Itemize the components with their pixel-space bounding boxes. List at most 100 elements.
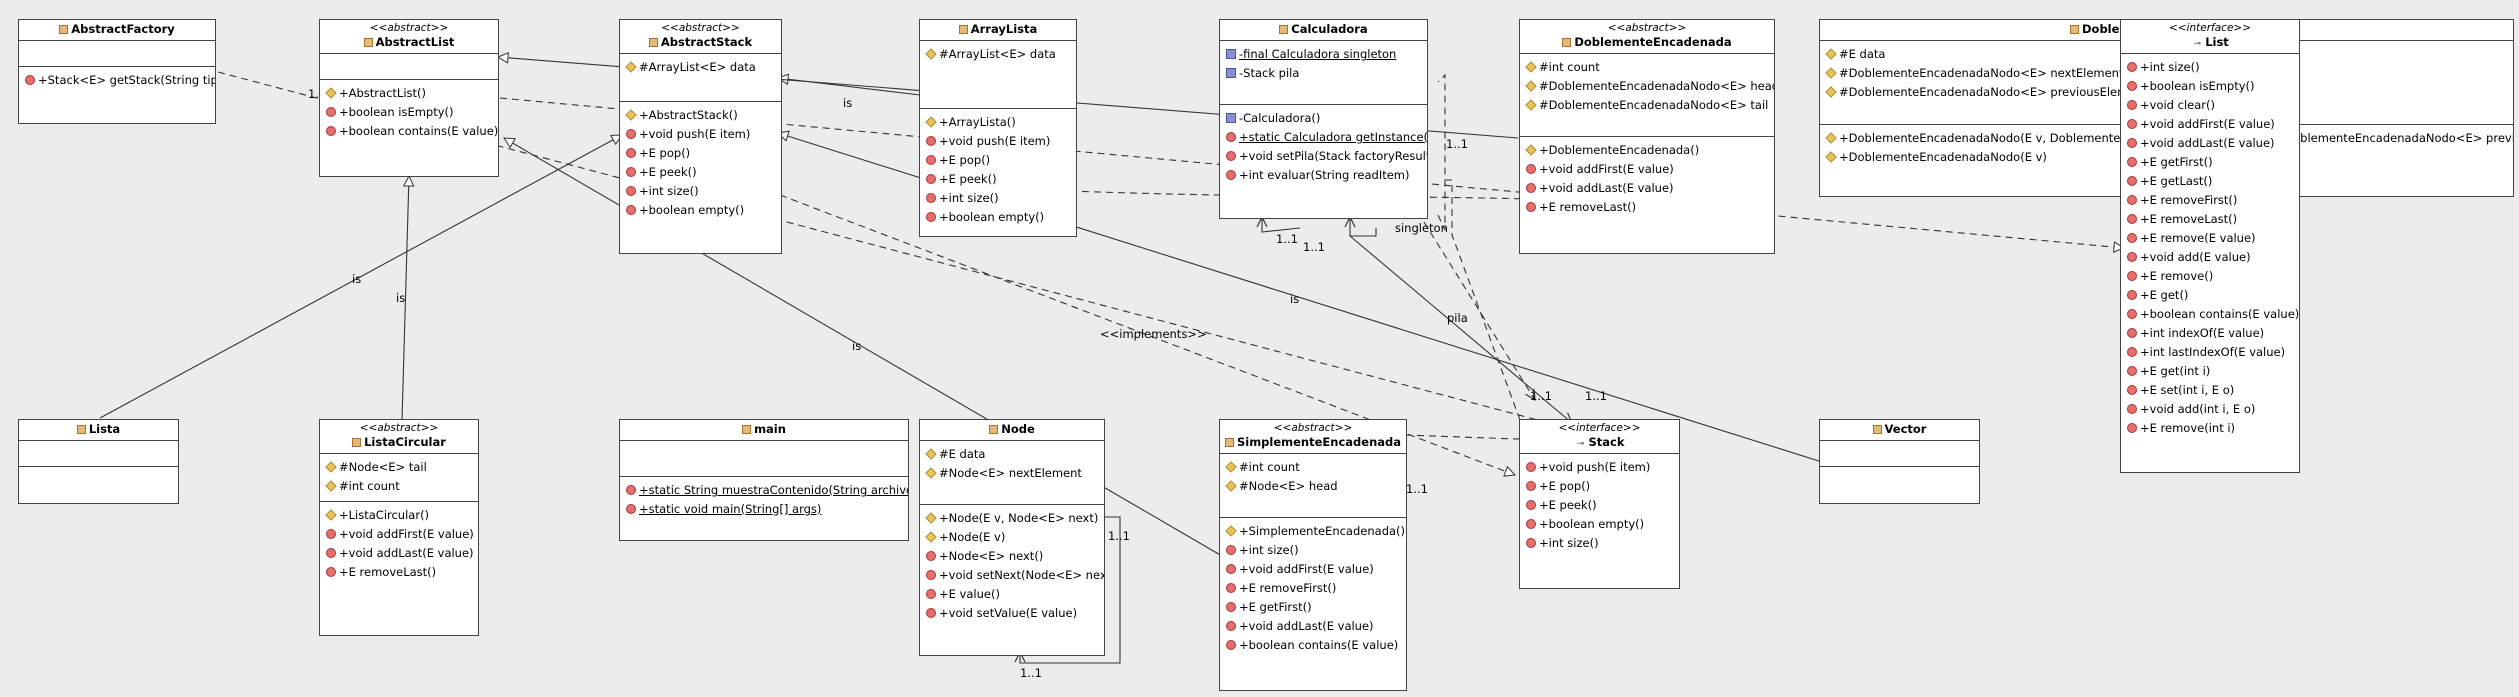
method-row[interactable]: +ListaCircular() [320,506,478,525]
method-row[interactable]: +void addFirst(E value) [1220,560,1406,579]
method-row[interactable]: +E get() [2121,286,2299,305]
method-row[interactable]: +boolean isEmpty() [320,103,498,122]
method-row[interactable]: +boolean empty() [920,208,1076,227]
field-row[interactable]: #Node<E> tail [320,458,478,477]
method-row[interactable]: +int evaluar(String readItem) [1220,166,1427,185]
method-row[interactable]: +E removeLast() [1520,198,1774,217]
field-row[interactable]: #Node<E> nextElement [920,464,1104,483]
field-row[interactable]: -Stack pila [1220,64,1427,83]
method-row[interactable]: +E removeLast() [2121,210,2299,229]
method-row[interactable]: +void addLast(E value) [2121,134,2299,153]
method-row[interactable]: +E peek() [1520,496,1679,515]
method-row[interactable]: +E getFirst() [1220,598,1406,617]
field-row[interactable]: #int count [1220,458,1406,477]
method-row[interactable]: +E getFirst() [2121,153,2299,172]
method-row[interactable]: +ArrayLista() [920,113,1076,132]
method-row[interactable]: +Stack<E> getStack(String tipo) [19,71,215,90]
field-row[interactable]: #E data [920,445,1104,464]
method-row[interactable]: +void addLast(E value) [1220,617,1406,636]
field-row[interactable]: -final Calculadora singleton [1220,45,1427,64]
method-row[interactable]: -Calculadora() [1220,109,1427,128]
class-calculadora[interactable]: Calculadora -final Calculadora singleton… [1219,19,1428,219]
method-row[interactable]: +void addFirst(E value) [1520,160,1774,179]
method-row[interactable]: +boolean contains(E value) [1220,636,1406,655]
method-row[interactable]: +void push(E item) [920,132,1076,151]
class-simplemente-encadenada[interactable]: <<abstract>>SimplementeEncadenada #int c… [1219,419,1407,691]
method-row[interactable]: +int size() [920,189,1076,208]
method-row[interactable]: +E remove(E value) [2121,229,2299,248]
method-row[interactable]: +E pop() [1520,477,1679,496]
field-row[interactable]: #ArrayList<E> data [620,58,781,77]
method-row[interactable]: +static String muestraContenido(String a… [620,481,908,500]
method-row[interactable]: +Node(E v, Node<E> next) [920,509,1104,528]
field-row[interactable]: #E data [1820,45,2513,64]
method-row[interactable]: +E getLast() [2121,172,2299,191]
method-row[interactable]: +void push(E item) [620,125,781,144]
method-row[interactable]: +void addLast(E value) [1520,179,1774,198]
method-row[interactable]: +E set(int i, E o) [2121,381,2299,400]
field-row[interactable]: #int count [320,477,478,496]
method-row[interactable]: +E removeFirst() [1220,579,1406,598]
method-row[interactable]: +static Calculadora getInstance() [1220,128,1427,147]
interface-list[interactable]: <<interface>>⊸List +int size()+boolean i… [2120,19,2300,473]
member-signature: +DoblementeEncadenada() [1539,143,1700,157]
method-row[interactable]: +E pop() [920,151,1076,170]
method-row[interactable]: +E removeFirst() [2121,191,2299,210]
method-row[interactable]: +void setNext(Node<E> next) [920,566,1104,585]
method-row[interactable]: +int lastIndexOf(E value) [2121,343,2299,362]
class-lista-circular[interactable]: <<abstract>>ListaCircular #Node<E> tail#… [319,419,479,636]
method-row[interactable]: +boolean isEmpty() [2121,77,2299,96]
method-row[interactable]: +void clear() [2121,96,2299,115]
method-row[interactable]: +void addFirst(E value) [320,525,478,544]
method-row[interactable]: +boolean empty() [620,201,781,220]
class-abstract-stack[interactable]: <<abstract>>AbstractStack #ArrayList<E> … [619,19,782,254]
method-row[interactable]: +static void main(String[] args) [620,500,908,519]
method-row[interactable]: +int size() [620,182,781,201]
method-row[interactable]: +E value() [920,585,1104,604]
method-row[interactable]: +boolean contains(E value) [320,122,498,141]
method-row[interactable]: +DoblementeEncadenada() [1520,141,1774,160]
method-row[interactable]: +boolean empty() [1520,515,1679,534]
field-row[interactable]: #ArrayList<E> data [920,45,1076,64]
method-row[interactable]: +AbstractList() [320,84,498,103]
method-row[interactable]: +E peek() [620,163,781,182]
method-row[interactable]: +int indexOf(E value) [2121,324,2299,343]
method-row[interactable]: +E remove() [2121,267,2299,286]
class-abstract-factory[interactable]: AbstractFactory +Stack<E> getStack(Strin… [18,19,216,124]
class-vector[interactable]: Vector [1819,419,1980,504]
class-node[interactable]: Node #E data#Node<E> nextElement +Node(E… [919,419,1105,656]
class-doblemente-encadenada[interactable]: <<abstract>>DoblementeEncadenada #int co… [1519,19,1775,254]
method-row[interactable]: +SimplementeEncadenada() [1220,522,1406,541]
method-row[interactable]: +void push(E item) [1520,458,1679,477]
interface-stack[interactable]: <<interface>>⊸Stack +void push(E item)+E… [1519,419,1680,589]
field-row[interactable]: #DoblementeEncadenadaNodo<E> nextElement [1820,64,2513,83]
class-abstract-list[interactable]: <<abstract>>AbstractList +AbstractList()… [319,19,499,177]
field-row[interactable]: #int count [1520,58,1774,77]
method-row[interactable]: +E pop() [620,144,781,163]
method-row[interactable]: +void setValue(E value) [920,604,1104,623]
method-row[interactable]: +Node(E v) [920,528,1104,547]
method-row[interactable]: +AbstractStack() [620,106,781,125]
method-row[interactable]: +Node<E> next() [920,547,1104,566]
method-row[interactable]: +E get(int i) [2121,362,2299,381]
class-array-lista[interactable]: ArrayLista #ArrayList<E> data +ArrayList… [919,19,1077,237]
method-row[interactable]: +E remove(int i) [2121,419,2299,438]
class-main[interactable]: main +static String muestraContenido(Str… [619,419,909,541]
field-row[interactable]: #DoblementeEncadenadaNodo<E> tail [1520,96,1774,115]
field-row[interactable]: #Node<E> head [1220,477,1406,496]
method-row[interactable]: +void setPila(Stack factoryResult) [1220,147,1427,166]
field-row[interactable]: #DoblementeEncadenadaNodo<E> head [1520,77,1774,96]
method-row[interactable]: +int size() [1220,541,1406,560]
method-row[interactable]: +int size() [1520,534,1679,553]
method-row[interactable]: +E peek() [920,170,1076,189]
class-lista[interactable]: Lista [18,419,179,504]
field-row[interactable]: #DoblementeEncadenadaNodo<E> previousEle… [1820,83,2513,102]
method-row[interactable]: +void addLast(E value) [320,544,478,563]
method-row[interactable]: +void add(int i, E o) [2121,400,2299,419]
method-row[interactable]: +E removeLast() [320,563,478,582]
method-row[interactable]: +void addFirst(E value) [2121,115,2299,134]
method-row[interactable]: +int size() [2121,58,2299,77]
method-row[interactable]: +void add(E value) [2121,248,2299,267]
method-row[interactable]: +boolean contains(E value) [2121,305,2299,324]
method-row[interactable]: +DoblementeEncadenadaNodo(E v) [1820,148,2513,167]
